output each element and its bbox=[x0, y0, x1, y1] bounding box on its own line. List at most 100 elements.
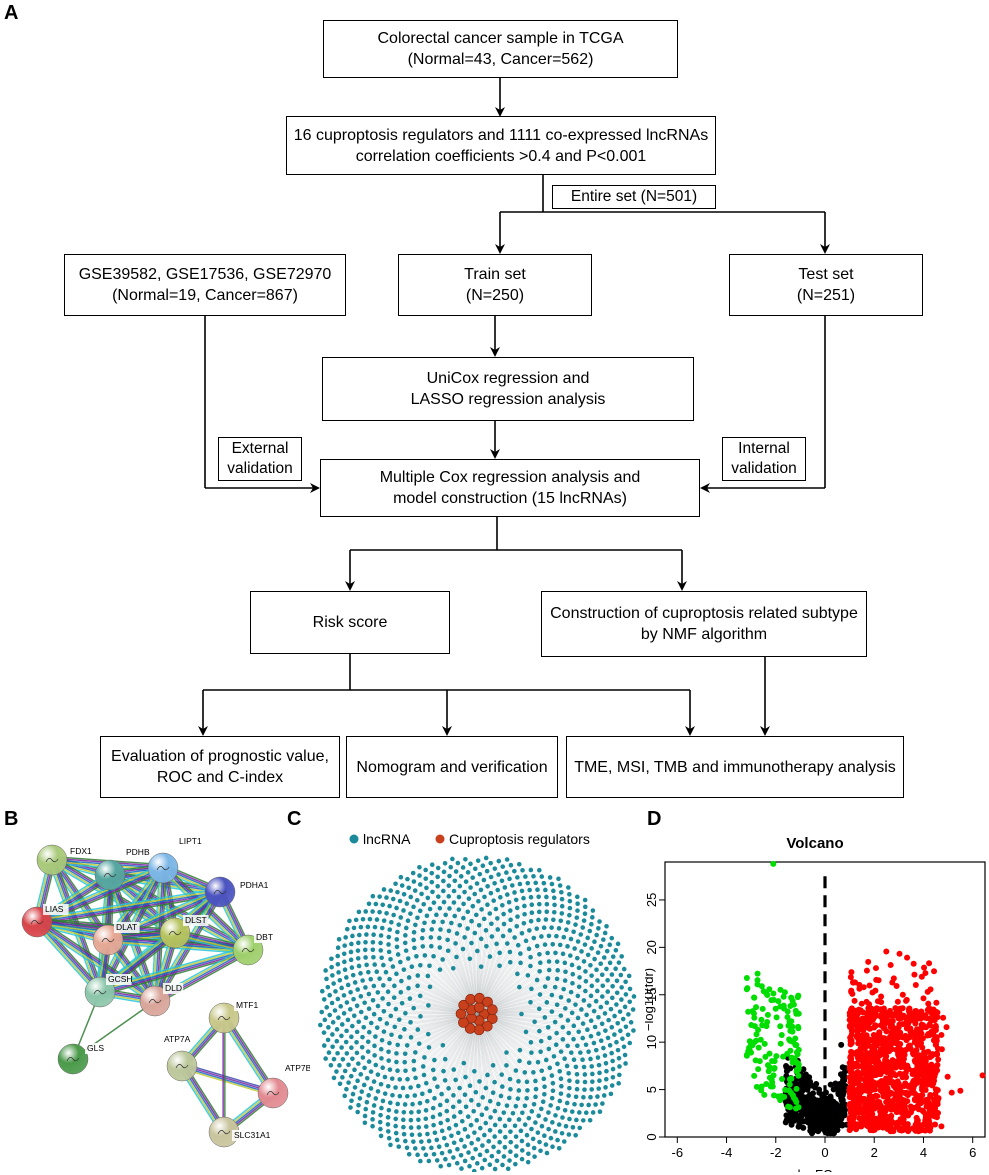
lncrna-node bbox=[487, 1162, 493, 1168]
lncrna-node bbox=[431, 953, 436, 959]
lncrna-node bbox=[559, 896, 565, 902]
network-edge bbox=[417, 1013, 478, 1155]
network-edge bbox=[476, 1013, 607, 1064]
lncrna-node bbox=[381, 918, 387, 923]
lncrna-node bbox=[617, 1064, 622, 1069]
volcano-point bbox=[923, 1098, 930, 1105]
lncrna-node bbox=[394, 944, 400, 950]
lncrna-node bbox=[355, 948, 361, 953]
lncrna-node bbox=[574, 1117, 579, 1123]
lncrna-node bbox=[558, 1049, 564, 1054]
lncrna-node bbox=[366, 901, 372, 907]
volcano-point bbox=[861, 1119, 868, 1126]
lncrna-node bbox=[556, 876, 561, 882]
lncrna-node bbox=[374, 1025, 380, 1030]
lncrna-node bbox=[567, 1085, 572, 1091]
volcano-point bbox=[882, 1106, 889, 1113]
lncrna-node bbox=[351, 925, 357, 931]
network-edge bbox=[476, 883, 528, 1015]
lncrna-node bbox=[558, 1076, 564, 1082]
network-edge bbox=[341, 1013, 478, 1037]
volcano-point bbox=[899, 1005, 906, 1012]
lncrna-node bbox=[589, 983, 595, 989]
lncrna-node bbox=[603, 1028, 608, 1033]
lncrna-node bbox=[342, 1068, 348, 1074]
lncrna-node bbox=[321, 1030, 327, 1035]
lncrna-node bbox=[602, 1011, 608, 1016]
lncrna-node bbox=[554, 933, 559, 939]
lncrna-node bbox=[439, 1150, 445, 1156]
lncrna-node bbox=[424, 913, 430, 919]
lncrna-node bbox=[379, 1056, 384, 1061]
lncrna-node bbox=[419, 891, 424, 897]
volcano-point bbox=[848, 1031, 855, 1038]
ppi-edge bbox=[35, 922, 100, 994]
volcano-point bbox=[855, 1121, 862, 1128]
network-edge bbox=[404, 1013, 478, 1135]
ppi-node-structure bbox=[217, 1016, 231, 1021]
lncrna-node bbox=[410, 870, 416, 876]
lncrna-node bbox=[596, 1062, 602, 1068]
lncrna-node bbox=[362, 1113, 368, 1119]
lncrna-node bbox=[463, 856, 468, 862]
lncrna-node bbox=[500, 1084, 505, 1089]
network-edge bbox=[476, 1013, 523, 1160]
lncrna-node bbox=[526, 1115, 532, 1121]
volcano-point bbox=[901, 1082, 908, 1089]
lncrna-node bbox=[500, 1162, 505, 1168]
lncrna-node bbox=[389, 1076, 395, 1081]
lncrna-node bbox=[372, 924, 378, 930]
ppi-label-bg bbox=[254, 932, 275, 943]
network-edge bbox=[366, 1013, 478, 1103]
network-edge bbox=[476, 1013, 511, 1143]
lncrna-node bbox=[623, 979, 628, 985]
lncrna-node bbox=[569, 1010, 575, 1016]
network-edge bbox=[350, 992, 478, 1015]
label-entire-set: Entire set (N=501) bbox=[552, 185, 716, 209]
volcano-point bbox=[894, 998, 901, 1005]
lncrna-node bbox=[373, 1034, 378, 1039]
volcano-point bbox=[888, 1069, 895, 1076]
network-edge bbox=[419, 1013, 478, 1135]
volcano-point bbox=[938, 1123, 945, 1130]
volcano-point bbox=[850, 1099, 857, 1106]
lncrna-node bbox=[544, 1150, 550, 1156]
volcano-point bbox=[823, 1114, 830, 1121]
lncrna-node bbox=[318, 1022, 323, 1028]
network-edge bbox=[351, 1013, 478, 1037]
lncrna-node bbox=[442, 860, 448, 866]
volcano-point bbox=[914, 1012, 921, 1019]
lncrna-node bbox=[401, 1124, 406, 1130]
lncrna-node bbox=[500, 933, 506, 939]
ppi-node-structure bbox=[45, 858, 59, 863]
lncrna-node bbox=[415, 983, 420, 989]
lncrna-node bbox=[343, 935, 348, 940]
lncrna-node bbox=[537, 968, 542, 974]
lncrna-node bbox=[394, 971, 399, 977]
volcano-point bbox=[858, 1000, 865, 1007]
lncrna-node bbox=[551, 917, 556, 923]
network-edge bbox=[393, 914, 478, 1015]
network-edge bbox=[324, 1013, 478, 1020]
lncrna-node bbox=[478, 887, 484, 893]
lncrna-node bbox=[384, 895, 389, 900]
volcano-point bbox=[944, 1073, 951, 1080]
lncrna-node bbox=[483, 855, 489, 861]
lncrna-node bbox=[504, 1103, 510, 1108]
volcano-point bbox=[888, 1106, 895, 1113]
box-train-line2: (N=250) bbox=[465, 287, 525, 304]
network-edge bbox=[342, 1013, 478, 1025]
lncrna-node bbox=[472, 891, 477, 897]
lncrna-node bbox=[603, 1085, 608, 1090]
lncrna-node bbox=[553, 1042, 559, 1048]
volcano-point bbox=[836, 1085, 843, 1092]
ppi-edge bbox=[36, 921, 156, 1002]
lncrna-node bbox=[539, 934, 544, 939]
network-edge bbox=[339, 1013, 478, 1084]
volcano-point bbox=[821, 1103, 828, 1110]
legend-label: Cuproptosis regulators bbox=[449, 831, 590, 847]
ppi-node-label: SLC31A1 bbox=[234, 1130, 271, 1140]
lncrna-node bbox=[444, 1098, 450, 1104]
lncrna-node bbox=[371, 932, 376, 938]
network-edge bbox=[476, 1013, 605, 1015]
